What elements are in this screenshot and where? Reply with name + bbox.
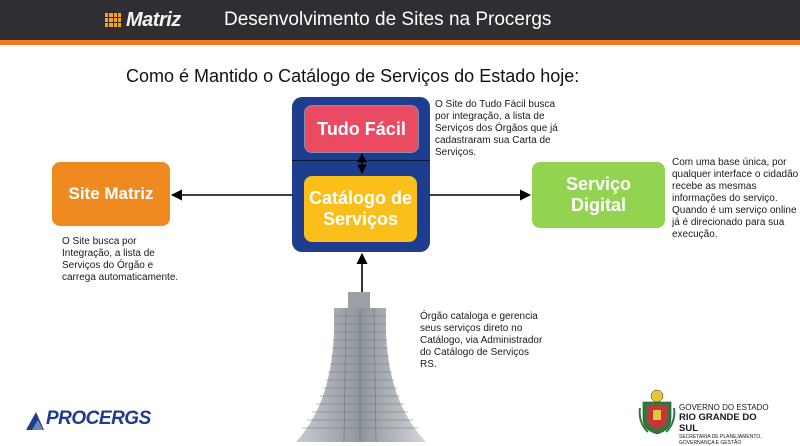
note-tudo-facil: O Site do Tudo Fácil busca por integraçã…: [435, 99, 558, 159]
catalogo-label-line1: Catálogo de: [308, 188, 412, 208]
note-line: do Catálogo de Serviços: [420, 347, 529, 358]
note-line: execução.: [672, 229, 718, 240]
note-line: Serviços dos Órgãos que já: [435, 123, 558, 134]
matriz-logo-icon: [105, 13, 121, 27]
note-line: Catálogo, via Administrador: [420, 335, 543, 346]
tudo-facil-box: Tudo Fácil: [304, 105, 419, 153]
container-divider: [292, 160, 430, 161]
catalogo-label-line2: Serviços: [322, 209, 399, 229]
gov-line3a: SECRETARIA DE PLANEJAMENTO,: [679, 434, 762, 440]
note-line: carrega automaticamente.: [62, 272, 179, 283]
gov-line2: RIO GRANDE DO SUL: [679, 412, 757, 434]
servico-digital-box: Serviço Digital: [532, 162, 665, 228]
note-line: Órgão cataloga e gerencia: [420, 311, 538, 322]
tudo-facil-label: Tudo Fácil: [317, 118, 406, 139]
note-orgao: Órgão cataloga e gerencia seus serviços …: [420, 311, 542, 371]
note-line: cadastraram sua Carta de: [435, 135, 551, 146]
note-line: RS.: [420, 359, 437, 370]
matriz-logo-text: Matriz: [126, 8, 181, 31]
note-line: O Site do Tudo Fácil busca: [435, 99, 556, 110]
note-line: Com uma base única, por: [672, 157, 787, 168]
procergs-logo-text: PROCERGS: [46, 408, 151, 429]
note-line: seus serviços direto no: [420, 323, 523, 334]
note-line: já é direcionado para sua: [672, 217, 785, 228]
servico-label-line2: Digital: [570, 195, 626, 215]
site-matriz-box: Site Matriz: [52, 162, 170, 226]
gov-logo-text: GOVERNO DO ESTADO RIO GRANDE DO SUL SECR…: [679, 403, 778, 446]
header-title: Desenvolvimento de Sites na Procergs: [224, 9, 552, 30]
note-line: Integração, a lista de: [62, 248, 155, 259]
procergs-logo-icon: [26, 412, 44, 430]
note-line: O Site busca por: [62, 236, 137, 247]
note-site-matriz: O Site busca por Integração, a lista de …: [62, 236, 178, 284]
gov-logo: GOVERNO DO ESTADO RIO GRANDE DO SUL SECR…: [638, 388, 778, 446]
note-line: recebe as mesmas: [672, 181, 757, 192]
note-line: Serviços.: [435, 147, 477, 158]
note-servico-digital: Com uma base única, por qualquer interfa…: [672, 157, 798, 241]
state-crest-icon: [638, 389, 676, 435]
note-line: qualquer interface o cidadão: [672, 169, 799, 180]
note-line: Serviços do Órgão e: [62, 260, 154, 271]
note-line: Quando é um serviço online: [672, 205, 797, 216]
slide-subtitle: Como é Mantido o Catálogo de Serviços do…: [126, 66, 580, 86]
note-line: informações do serviço.: [672, 193, 778, 204]
note-line: por integração, a lista de: [435, 111, 545, 122]
site-matriz-label: Site Matriz: [68, 184, 154, 203]
procergs-logo: PROCERGS: [24, 406, 151, 432]
gov-line1: GOVERNO DO ESTADO: [679, 403, 769, 412]
header-bar: Matriz Desenvolvimento de Sites na Proce…: [0, 0, 800, 45]
matriz-logo: Matriz: [105, 8, 181, 32]
catalogo-servicos-box: Catálogo de Serviços: [304, 176, 417, 242]
building-icon: [296, 292, 426, 442]
servico-label-line1: Serviço: [565, 174, 632, 194]
gov-line3b: GOVERNANÇA E GESTÃO: [679, 440, 742, 446]
